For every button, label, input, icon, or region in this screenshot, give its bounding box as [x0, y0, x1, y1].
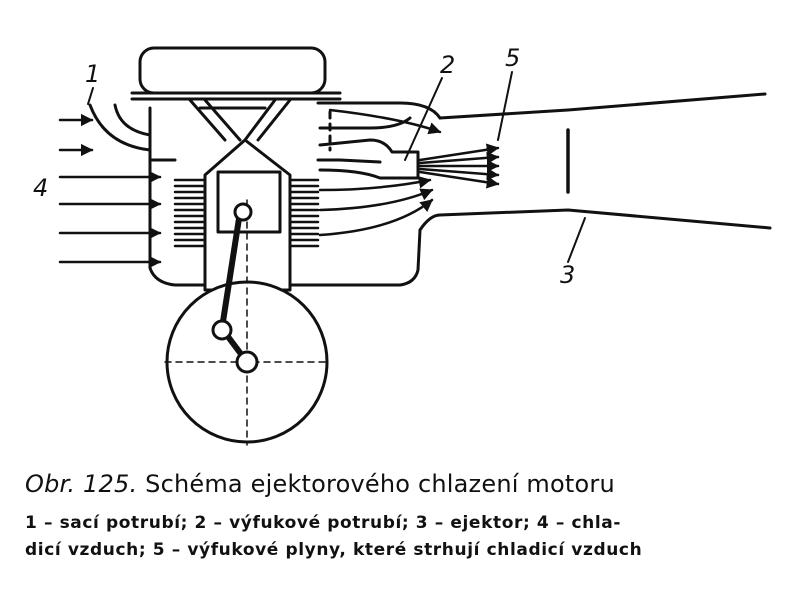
intake-pipe — [88, 98, 292, 152]
ejector-cooling-diagram: 1 2 3 4 5 — [33, 44, 772, 446]
label-5: 5 — [505, 44, 520, 72]
label-3: 3 — [560, 261, 575, 289]
legend-line: 1 – sací potrubí; 2 – výfukové potrubí; … — [25, 513, 621, 533]
label-1: 1 — [85, 60, 100, 88]
label-2: 2 — [440, 51, 455, 79]
cooling-air-arrows — [58, 108, 442, 269]
leader-lines — [87, 71, 586, 263]
figure-caption-title: Obr. 125. Schéma ejektorového chlazení m… — [25, 470, 785, 498]
label-4: 4 — [33, 174, 48, 202]
legend-line: dicí vzduch; 5 – výfukové plyny, které s… — [25, 540, 643, 560]
exhaust-pipe — [318, 138, 420, 180]
figure-reference: Obr. 125. — [25, 470, 138, 498]
figure-legend: 1 – sací potrubí; 2 – výfukové potrubí; … — [25, 510, 780, 564]
ejector — [418, 92, 772, 232]
cooling-shroud — [148, 101, 442, 287]
figure-title: Schéma ejektorového chlazení motoru — [145, 470, 615, 498]
crankcase — [164, 199, 331, 446]
air-filter-box — [130, 46, 342, 101]
exhaust-gas-arrows — [418, 143, 500, 189]
